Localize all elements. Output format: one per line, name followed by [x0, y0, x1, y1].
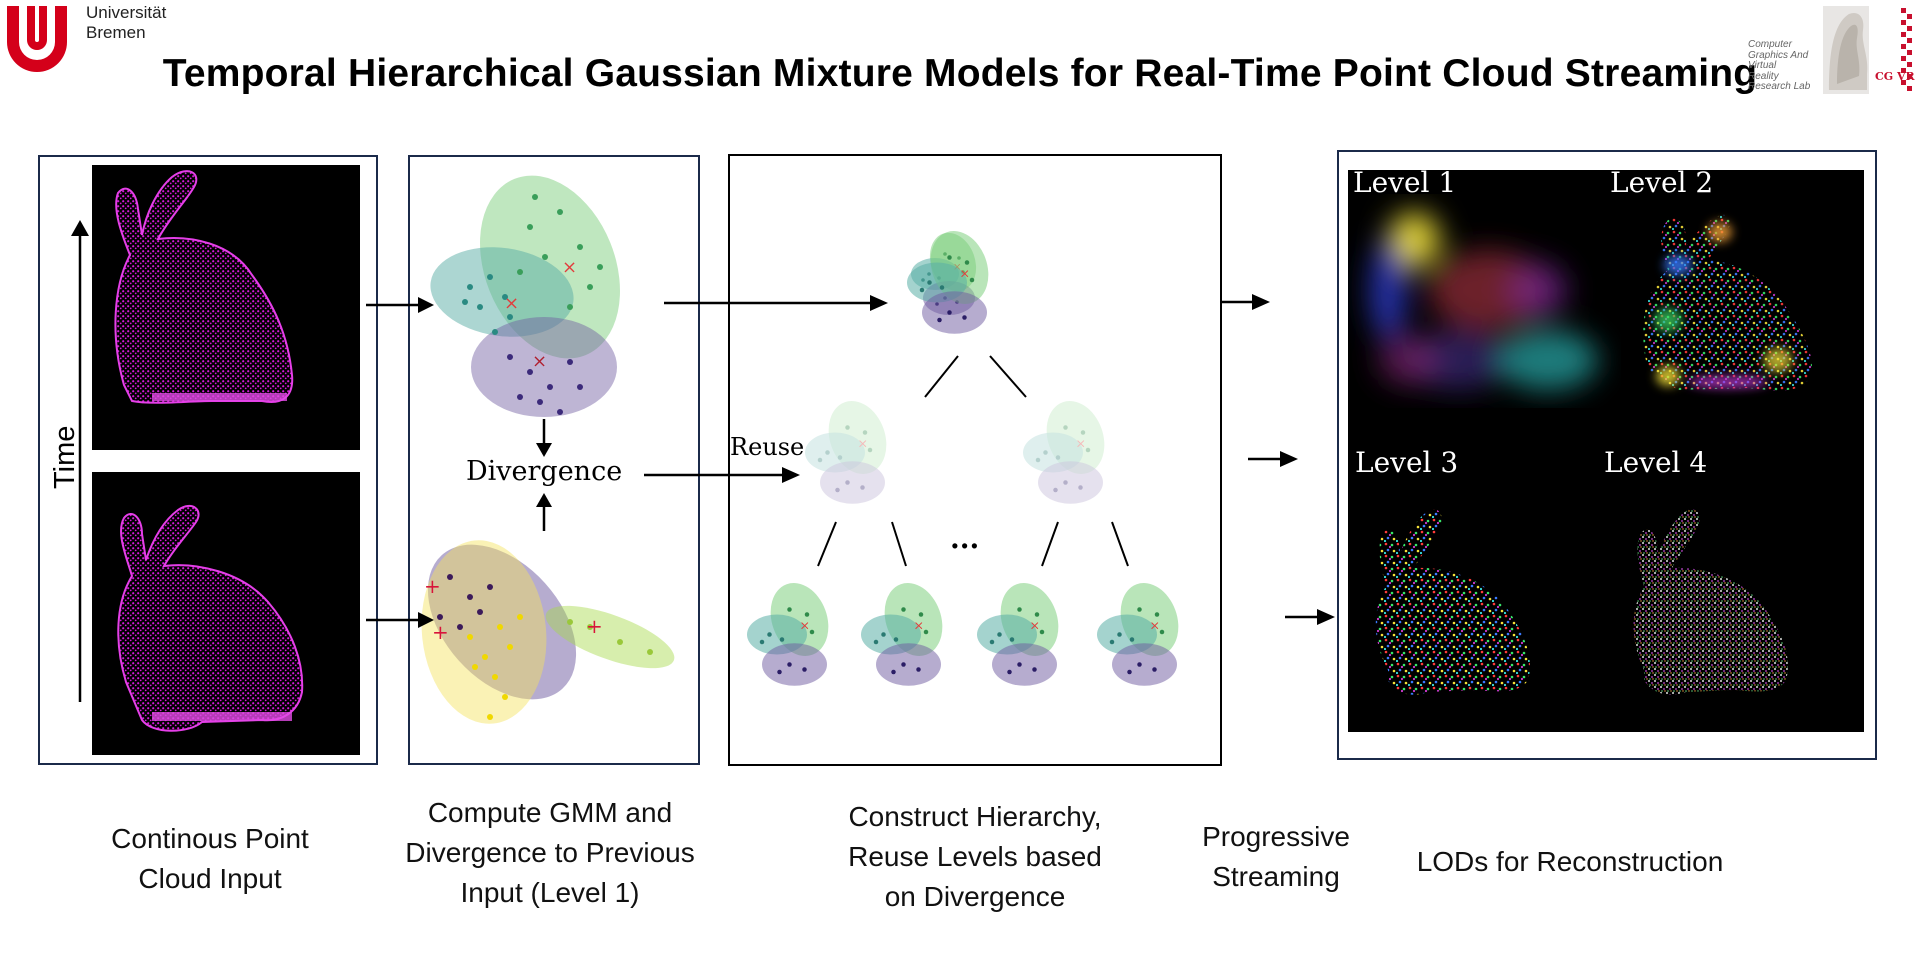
time-label-box: Time — [49, 426, 81, 489]
bunny-frame-top — [92, 165, 360, 450]
lod-renderings — [1370, 212, 1812, 695]
caption-gmm: Compute GMM and Divergence to Previous I… — [380, 793, 720, 913]
caption-gmm-line-2: Divergence to Previous — [405, 837, 695, 868]
cgvr-lab-logo-icon: CG VR — [1823, 6, 1915, 94]
gmm-bottom-cluster: + + + — [421, 540, 675, 724]
lab-line-3: Virtual — [1748, 60, 1777, 71]
streaming-arrow-2 — [1248, 451, 1298, 467]
caption-streaming-line-1: Progressive — [1202, 821, 1350, 852]
level-1-render — [1370, 212, 1598, 390]
hierarchy-ellipsis: ... — [950, 522, 979, 555]
divergence-label: Divergence — [466, 456, 622, 487]
caption-input-line-1: Continous Point — [111, 823, 309, 854]
lod-canvas — [1348, 170, 1864, 732]
caption-hierarchy: Construct Hierarchy, Reuse Levels based … — [810, 797, 1140, 917]
lod-level-2-label: Level 2 — [1610, 166, 1714, 199]
caption-streaming: Progressive Streaming — [1176, 817, 1376, 897]
svg-text:×: × — [562, 257, 577, 278]
svg-text:+: + — [432, 620, 449, 644]
reuse-label: Reuse — [730, 433, 804, 461]
gmm-top-cluster: × × × — [430, 175, 620, 417]
level-3-render — [1375, 509, 1530, 695]
level-4-render — [1633, 509, 1788, 695]
university-name: Universität Bremen — [86, 3, 166, 43]
lab-line-5: Research Lab — [1748, 81, 1811, 92]
caption-hierarchy-line-3: on Divergence — [884, 881, 1066, 912]
university-logo-icon — [7, 6, 67, 72]
caption-hierarchy-line-1: Construct Hierarchy, — [848, 801, 1102, 832]
caption-gmm-line-3: Input (Level 1) — [460, 877, 640, 908]
lab-badge-text: CG VR — [1875, 70, 1915, 83]
caption-gmm-line-1: Compute GMM and — [427, 797, 673, 828]
bunny-point-cloud-top — [114, 170, 294, 404]
caption-lods: LODs for Reconstruction — [1400, 842, 1740, 882]
svg-text:+: + — [586, 614, 603, 638]
level-2-render — [1643, 214, 1812, 391]
lab-line-2: Graphics And — [1748, 49, 1809, 61]
streaming-arrow-1 — [1220, 294, 1270, 310]
arrow-divergence-to-reuse — [644, 467, 800, 483]
page-title: Temporal Hierarchical Gaussian Mixture M… — [162, 52, 1758, 95]
lod-level-1-label: Level 1 — [1353, 166, 1457, 199]
caption-input: Continous Point Cloud Input — [60, 819, 360, 899]
time-label: Time — [49, 426, 81, 489]
arrow-input-to-gmm-top — [366, 297, 434, 313]
lab-line-4: Reality — [1748, 70, 1779, 82]
time-arrow — [71, 220, 89, 702]
university-line-1: Universität — [86, 3, 167, 22]
svg-text:×: × — [504, 293, 519, 314]
lod-level-3-label: Level 3 — [1355, 446, 1459, 479]
lab-name: Computer Graphics And Virtual Reality Re… — [1748, 39, 1811, 93]
caption-hierarchy-line-2: Reuse Levels based — [848, 841, 1102, 872]
lod-level-4-label: Level 4 — [1604, 446, 1708, 479]
caption-input-line-2: Cloud Input — [138, 863, 282, 894]
bunny-frame-bottom — [92, 472, 360, 755]
hierarchy-tree-illustration: × Reuse ... — [730, 222, 1189, 686]
gmm-illustration: × × × Divergence + + + — [421, 175, 675, 724]
lab-line-1: Computer — [1748, 39, 1792, 50]
arrow-input-to-gmm-bottom — [366, 612, 434, 628]
svg-text:+: + — [424, 574, 441, 598]
caption-streaming-line-2: Streaming — [1212, 861, 1340, 892]
caption-lods-line-1: LODs for Reconstruction — [1416, 846, 1724, 877]
bunny-point-cloud-bottom — [117, 504, 304, 732]
streaming-arrow-3 — [1285, 609, 1335, 625]
arrow-gmm-to-hierarchy — [664, 295, 888, 311]
university-line-2: Bremen — [86, 23, 146, 42]
svg-text:×: × — [532, 351, 547, 372]
